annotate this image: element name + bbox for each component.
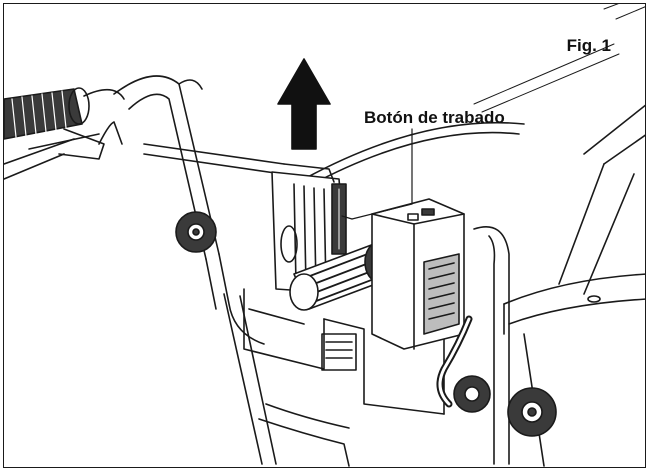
locking-button-callout: Botón de trabado <box>364 108 505 127</box>
frame-tubes <box>113 75 525 467</box>
knob-icon <box>175 211 217 253</box>
knob-icon <box>453 375 557 437</box>
background-lines <box>473 4 645 113</box>
hose <box>436 315 473 408</box>
handle-grip-icon <box>4 87 125 180</box>
locking-box <box>371 198 465 350</box>
up-arrow-icon <box>277 58 331 150</box>
sprayer-line-drawing <box>4 4 645 467</box>
hopper-tank <box>503 104 645 467</box>
figure-label: Fig. 1 <box>566 36 611 55</box>
callout-leader <box>341 128 413 220</box>
figure-frame: Fig. 1 Botón de trabado <box>3 3 646 468</box>
